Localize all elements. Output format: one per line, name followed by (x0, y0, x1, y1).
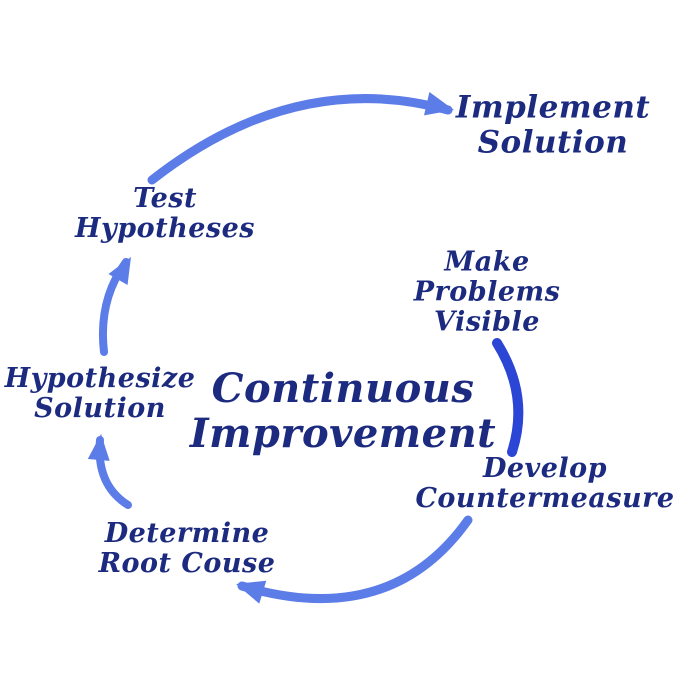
step-label-determine-root-cause: Determine Root Couse (98, 517, 276, 579)
arrow-top-head-icon (424, 92, 454, 116)
arrow-left-upper-head-icon (108, 257, 131, 286)
arrow-top-icon (147, 94, 453, 185)
step-label-develop-countermeasure: Develop Countermeasure (415, 452, 675, 514)
step-label-hypothesize-solution: Hypothesize Solution (4, 362, 196, 424)
arrow-bottom-head-icon (236, 580, 267, 604)
arc-right-icon (492, 338, 524, 457)
arrow-left-lower-head-icon (87, 434, 110, 461)
diagram-title: Continuous Improvement (189, 365, 497, 457)
arrow-bottom-icon (237, 515, 473, 604)
step-label-make-problems-visible: Make Problems Visible (413, 246, 561, 339)
step-label-test-hypotheses: Test Hypotheses (75, 182, 255, 244)
step-label-implement-solution: Implement Solution (455, 89, 651, 160)
